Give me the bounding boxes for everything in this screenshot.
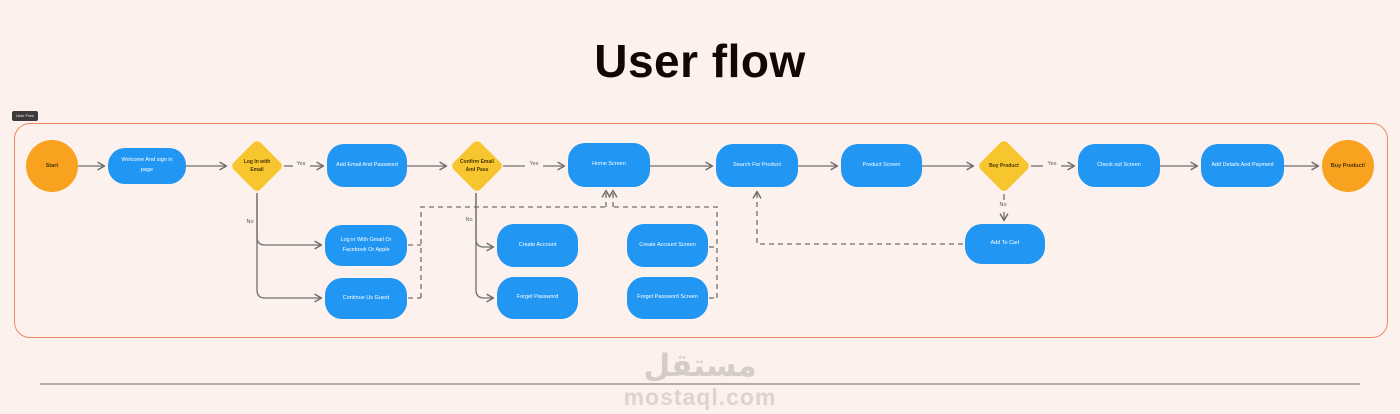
node-add-email: Add Email And Password — [327, 144, 407, 187]
edge-label-no-login: No — [246, 219, 254, 225]
edge-label-no-confirm: No — [465, 217, 473, 223]
node-add-to-cart: Add To Cart — [965, 224, 1045, 264]
edge-login-no-guest — [256, 193, 323, 303]
watermark-divider-line — [40, 383, 1360, 385]
node-home-screen: Home Screen — [568, 143, 650, 187]
node-label: Buy Product — [989, 162, 1019, 169]
frame-name-tag: User Flow — [12, 111, 39, 121]
node-welcome: Welcome And sign in page — [108, 148, 186, 184]
edge-label-yes-login: Yes — [296, 161, 306, 167]
node-forget-password-screen: Forget Password Screen — [627, 277, 708, 319]
node-label: Confirm Email And Pass — [460, 158, 494, 174]
edge-label-yes-confirm: Yes — [529, 161, 539, 167]
node-product-screen: Product Screen — [841, 144, 922, 187]
mostaql-site-text: mostaql.com — [623, 384, 777, 410]
edge-label-no-buy: No — [999, 202, 1007, 208]
node-create-account: Create Account — [497, 224, 578, 267]
node-forget-password: Forget Password — [497, 277, 578, 319]
dashed-right-return — [613, 206, 718, 298]
edge-login-no-gmail — [256, 193, 323, 250]
edge-confirm-no-create — [475, 193, 495, 252]
node-buy-product-end: Buy Product! — [1322, 140, 1374, 192]
dashed-cart-to-search — [752, 190, 963, 245]
dashed-left-return — [420, 206, 606, 298]
node-buy-decision: Buy Product — [977, 139, 1031, 193]
node-create-account-screen: Create Account Screen — [627, 224, 708, 267]
node-label: Log In with Email — [243, 158, 271, 174]
edge-label-yes-buy: Yes — [1047, 161, 1057, 167]
node-login-gmail: Log in With Gmail Or Facebook Or Apple — [325, 225, 407, 266]
node-checkout-screen: Check out Screen — [1078, 144, 1160, 187]
node-continue-guest: Continue Us Guest — [325, 278, 407, 319]
node-confirm-email: Confirm Email And Pass — [450, 139, 504, 193]
node-add-details-payment: Add Details And Payment — [1201, 144, 1284, 187]
flow-frame-border — [14, 123, 1388, 338]
node-search-product: Search For Product — [716, 144, 798, 187]
page-title: User flow — [594, 35, 806, 87]
mostaql-arabic-logo: مستقل — [643, 348, 757, 384]
edge-confirm-no-forget — [475, 193, 495, 303]
node-login-email: Log In with Email — [230, 139, 284, 193]
node-start: Start — [26, 140, 78, 192]
